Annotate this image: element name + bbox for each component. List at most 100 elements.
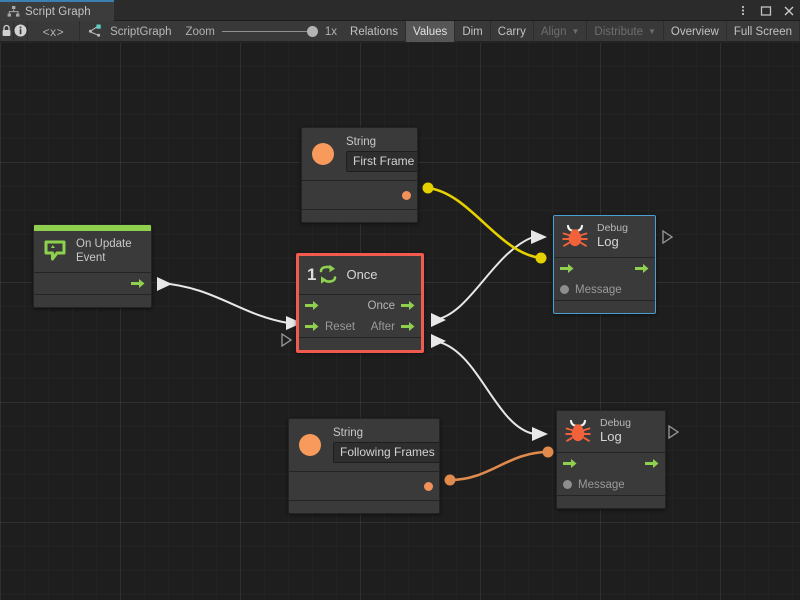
node-footer: [299, 337, 421, 350]
toolbar-button-label: Dim: [462, 25, 483, 38]
on-update-event-icon: [42, 239, 68, 263]
node-subtitle: Log: [597, 234, 619, 249]
debug-bug-icon: [562, 224, 589, 249]
port-row-flow-out[interactable]: [34, 273, 151, 294]
port-label-message: Message: [578, 478, 625, 491]
port-row-reset-after[interactable]: Reset After: [299, 316, 421, 337]
node-header: String First Frame: [302, 128, 417, 181]
wire-on-update-to-once[interactable]: [157, 277, 302, 330]
node-on-update[interactable]: On Update Event: [33, 224, 152, 308]
port-row-value-out[interactable]: [289, 472, 439, 500]
toolbar-button-label: Values: [413, 25, 448, 38]
toolbar-button-align[interactable]: Align ▼: [534, 21, 588, 42]
debug-bottom-external-flow-out-icon[interactable]: [668, 425, 679, 439]
chevron-down-icon: ▼: [571, 26, 580, 36]
maximize-icon[interactable]: [759, 4, 773, 18]
zoom-control[interactable]: Zoom 1x: [181, 21, 343, 42]
node-header: 1 Once: [299, 256, 421, 295]
info-button[interactable]: [14, 21, 28, 42]
node-title: String: [346, 136, 377, 148]
port-row-message[interactable]: Message: [554, 279, 655, 300]
string-value-input[interactable]: Following Frames: [333, 442, 439, 463]
node-title: Once: [346, 266, 378, 282]
connection-wires: [157, 182, 554, 486]
flow-input-port[interactable]: [560, 263, 574, 274]
reset-input-port[interactable]: Reset: [305, 321, 355, 333]
toolbar-button-distribute[interactable]: Distribute▼: [587, 21, 664, 42]
flow-output-port[interactable]: [635, 263, 649, 274]
string-value-icon: [299, 434, 321, 456]
node-footer: [34, 294, 151, 307]
node-debug-log-bottom[interactable]: Debug Log: [556, 410, 666, 509]
debug-top-external-flow-out-icon[interactable]: [662, 230, 673, 244]
node-body: Message: [554, 258, 655, 300]
value-port-dot-icon: [560, 285, 569, 294]
port-label-after: After: [370, 320, 395, 333]
window-titlebar: Script Graph: [0, 0, 800, 21]
toolbar-button-values[interactable]: Values: [406, 21, 456, 42]
node-footer: [302, 209, 417, 222]
once-icon-number: 1: [307, 265, 317, 284]
wire-following-frames-to-message[interactable]: [444, 446, 554, 486]
port-label-message: Message: [575, 283, 622, 296]
toolbar-button-label: Carry: [497, 25, 526, 38]
node-body: [34, 273, 151, 294]
graph-canvas[interactable]: On Update Event: [0, 43, 800, 600]
string-output-port[interactable]: [424, 481, 433, 491]
wire-once-to-debug-top[interactable]: [431, 230, 547, 327]
toolbar-button-dim[interactable]: Dim: [455, 21, 491, 42]
lock-icon: [1, 24, 12, 40]
message-input-port[interactable]: Message: [563, 479, 625, 491]
once-reset-external-port-icon[interactable]: [281, 333, 292, 347]
node-string-following-frames[interactable]: String Following Frames: [288, 418, 440, 514]
node-header: Debug Log: [557, 411, 665, 453]
kebab-menu-icon[interactable]: [736, 4, 750, 18]
wire-after-to-debug-bottom[interactable]: [431, 334, 548, 441]
string-output-port[interactable]: [402, 190, 411, 200]
toolbar-button-overview[interactable]: Overview: [664, 21, 727, 42]
toolbar-button-carry[interactable]: Carry: [491, 21, 534, 42]
node-subtitle: Event: [76, 252, 106, 264]
debug-bug-icon: [565, 419, 592, 444]
toolbar-button-group: Relations Values Dim Carry Align ▼ Distribute▼…: [343, 21, 800, 42]
tab-script-graph[interactable]: Script Graph: [0, 0, 114, 21]
wire-first-frame-to-message[interactable]: [422, 182, 547, 264]
flow-input-port[interactable]: [563, 458, 577, 469]
node-body: Message: [557, 453, 665, 495]
node-title: String: [333, 427, 364, 439]
node-title: On Update: [76, 238, 132, 250]
toolbar-button-relations[interactable]: Relations: [343, 21, 406, 42]
arrow-right-icon: [305, 301, 319, 310]
string-value-input[interactable]: First Frame: [346, 151, 417, 172]
flow-output-port[interactable]: [131, 278, 145, 289]
zoom-slider-knob[interactable]: [306, 26, 318, 37]
close-icon[interactable]: [782, 4, 796, 18]
port-row-message[interactable]: Message: [557, 474, 665, 495]
lock-button[interactable]: [0, 21, 14, 42]
node-accent-bar: [34, 225, 151, 231]
node-string-first-frame[interactable]: String First Frame: [301, 127, 418, 223]
node-once[interactable]: 1 Once: [296, 253, 424, 353]
node-title-group: Debug Log: [597, 222, 628, 250]
toolbar-button-label: Full Screen: [733, 25, 792, 38]
port-row-flow[interactable]: [557, 453, 665, 474]
graph-name-display[interactable]: ScriptGraph: [80, 21, 181, 42]
node-header: Debug Log: [554, 216, 655, 258]
flow-input-port[interactable]: [305, 300, 319, 311]
once-output-port[interactable]: Once: [368, 300, 416, 312]
port-row-once[interactable]: Once: [299, 295, 421, 316]
zoom-value-label: 1x: [324, 25, 338, 38]
zoom-slider[interactable]: [221, 26, 318, 37]
port-row-flow[interactable]: [554, 258, 655, 279]
after-output-port[interactable]: After: [371, 321, 415, 333]
flow-output-port[interactable]: [645, 458, 659, 469]
node-debug-log-top[interactable]: Debug Log: [553, 215, 656, 314]
code-view-button[interactable]: <x>: [28, 21, 81, 42]
toolbar-button-label: Align: [540, 25, 567, 38]
message-input-port[interactable]: Message: [560, 284, 622, 296]
port-row-value-out[interactable]: [302, 181, 417, 209]
graph-icon: [7, 5, 20, 18]
toolbar-button-label: Overview: [670, 25, 719, 38]
toolbar-button-full-screen[interactable]: Full Screen: [727, 21, 800, 42]
